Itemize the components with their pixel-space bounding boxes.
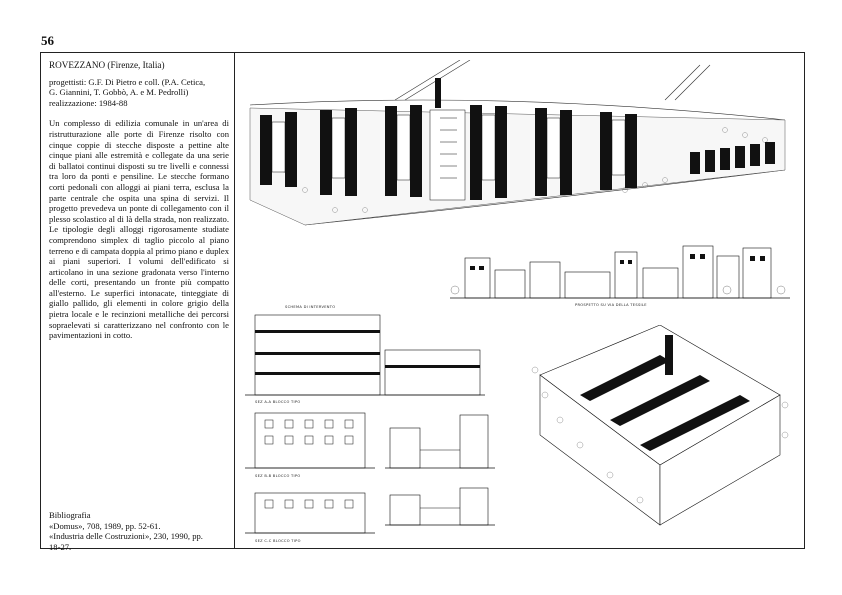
- bibliography: Bibliografia «Domus», 708, 1989, pp. 52-…: [49, 510, 229, 552]
- project-credits: progettisti: G.F. Di Pietro e coll. (P.A…: [49, 77, 229, 109]
- bibliography-heading: Bibliografia: [49, 510, 91, 520]
- section-aa-caption: SEZ A-A BLOCCO TIPO: [255, 400, 300, 404]
- designers-line-1: progettisti: G.F. Di Pietro e coll. (P.A…: [49, 76, 206, 87]
- section-bb-caption: SEZ B-B BLOCCO TIPO: [255, 474, 301, 478]
- page-number: 56: [41, 33, 54, 48]
- block-elevation-bb: SEZ B-B BLOCCO TIPO: [245, 412, 375, 478]
- text-column: ROVEZZANO (Firenze, Italia) progettisti:…: [49, 60, 229, 341]
- project-description: Un complesso di edilizia comunale in un'…: [49, 118, 229, 341]
- section-cc-caption: SEZ C-C BLOCCO TIPO: [255, 539, 301, 543]
- street-elevation: PROSPETTO SU VIA DELLA TESSILE: [450, 245, 790, 307]
- cross-sections: [385, 414, 495, 526]
- bibliography-entry-1: «Domus», 708, 1989, pp. 52-61.: [49, 520, 161, 531]
- bibliography-entry-2-line-2: 18-27.: [49, 541, 72, 552]
- page-frame: [40, 52, 805, 549]
- completion-date: realizzazione: 1984-88: [49, 97, 128, 108]
- axonometric-view: [531, 325, 789, 526]
- elevation-caption: PROSPETTO SU VIA DELLA TESSILE: [575, 303, 647, 307]
- block-elevation-cc: SEZ C-C BLOCCO TIPO: [245, 492, 375, 543]
- bibliography-entry-2-line-1: «Industria delle Costruzioni», 230, 1990…: [49, 531, 203, 542]
- column-divider: [234, 52, 236, 549]
- designers-line-2: G. Giannini, T. Gobbò, A. e M. Pedrolli): [49, 87, 189, 98]
- typical-section-caption: SCHEMA DI INTERVENTO: [285, 305, 335, 309]
- project-title: ROVEZZANO (Firenze, Italia): [49, 60, 165, 70]
- typical-block-section: SCHEMA DI INTERVENTO SEZ A-A BLOCCO TIPO: [245, 305, 485, 404]
- site-plan-axonometric: [249, 60, 786, 226]
